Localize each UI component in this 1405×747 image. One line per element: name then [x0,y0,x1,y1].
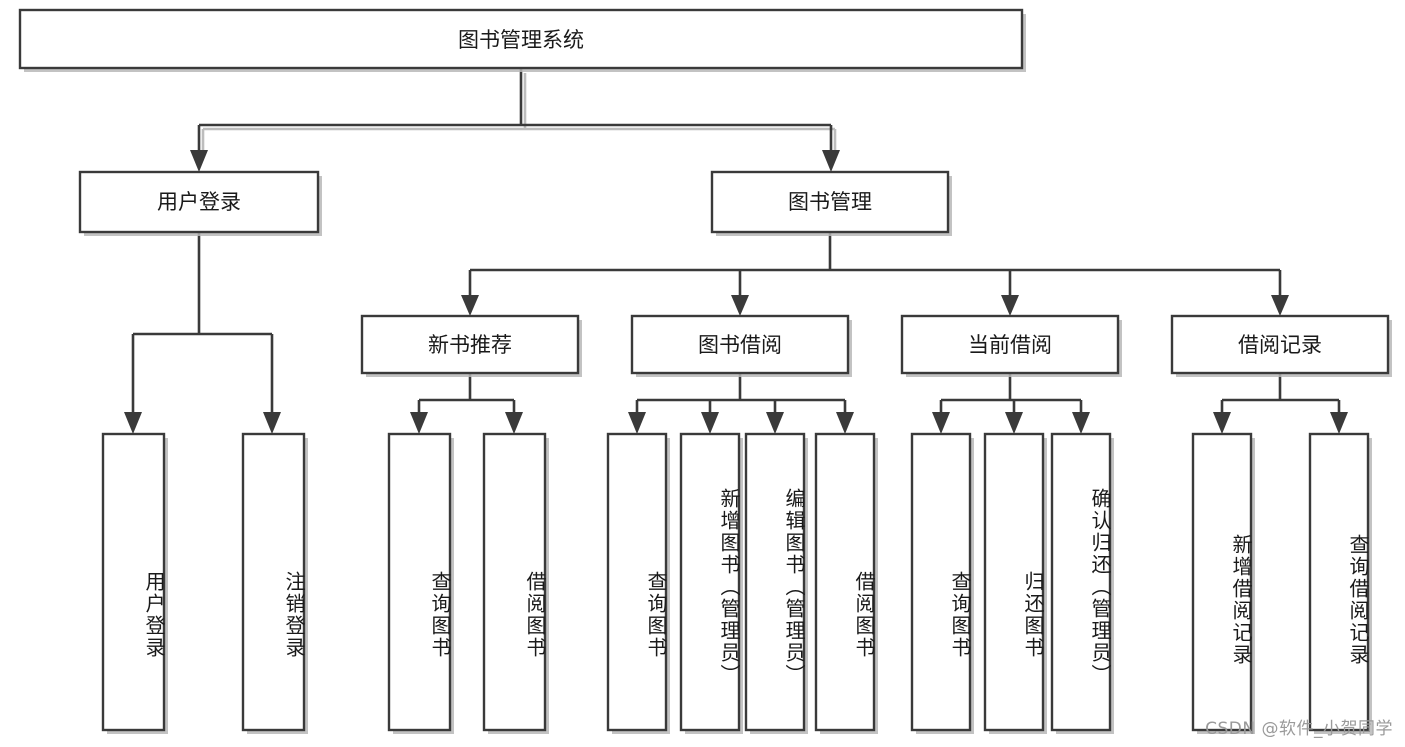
connector-layer [124,68,1348,434]
node-book-borrow-label: 图书借阅 [698,333,782,357]
node-book-manage-label: 图书管理 [788,190,872,214]
node-borrow-record-label: 借阅记录 [1238,333,1322,357]
leaf-box-user-logout[interactable] [241,432,308,734]
node-new-book-recommend-label: 新书推荐 [428,333,512,357]
leaf-box-query-record[interactable] [1308,432,1372,734]
node-user-login-label: 用户登录 [157,190,241,214]
edge-borrowrecord-to-leaves [1213,373,1348,434]
leaf-box-borrow-book-1[interactable] [482,432,549,734]
edge-bookborrow-to-leaves [628,373,854,434]
node-root[interactable]: 图书管理系统 [18,8,1026,72]
leaf-box-user-login[interactable] [101,432,168,734]
leaf-box-return-book[interactable] [983,432,1047,734]
edge-root-to-level1 [190,68,840,172]
edge-userlogin-to-leaves [124,232,281,434]
node-borrow-record[interactable]: 借阅记录 [1170,314,1392,377]
edge-bookmanage-to-level2 [461,232,1289,316]
leaf-box-query-book-3[interactable] [910,432,974,734]
leaf-box-add-book[interactable] [679,432,743,734]
leaf-box-query-book-1[interactable] [387,432,454,734]
edge-newbook-to-leaves [410,373,523,434]
leaf-box-query-book-2[interactable] [606,432,670,734]
edge-currentborrow-to-leaves [932,373,1090,434]
node-current-borrow-label: 当前借阅 [968,333,1052,357]
node-book-borrow[interactable]: 图书借阅 [630,314,852,377]
node-new-book-recommend[interactable]: 新书推荐 [360,314,582,377]
node-user-login[interactable]: 用户登录 [78,170,322,236]
leaf-box-confirm-return[interactable] [1050,432,1114,734]
node-root-label: 图书管理系统 [458,28,584,52]
leaf-box-add-record[interactable] [1191,432,1255,734]
node-book-manage[interactable]: 图书管理 [710,170,952,236]
node-current-borrow[interactable]: 当前借阅 [900,314,1122,377]
leaf-box-borrow-book-2[interactable] [814,432,878,734]
leaf-box-edit-book[interactable] [744,432,808,734]
watermark-text: CSDN @软件_小贺同学 [1205,719,1393,739]
